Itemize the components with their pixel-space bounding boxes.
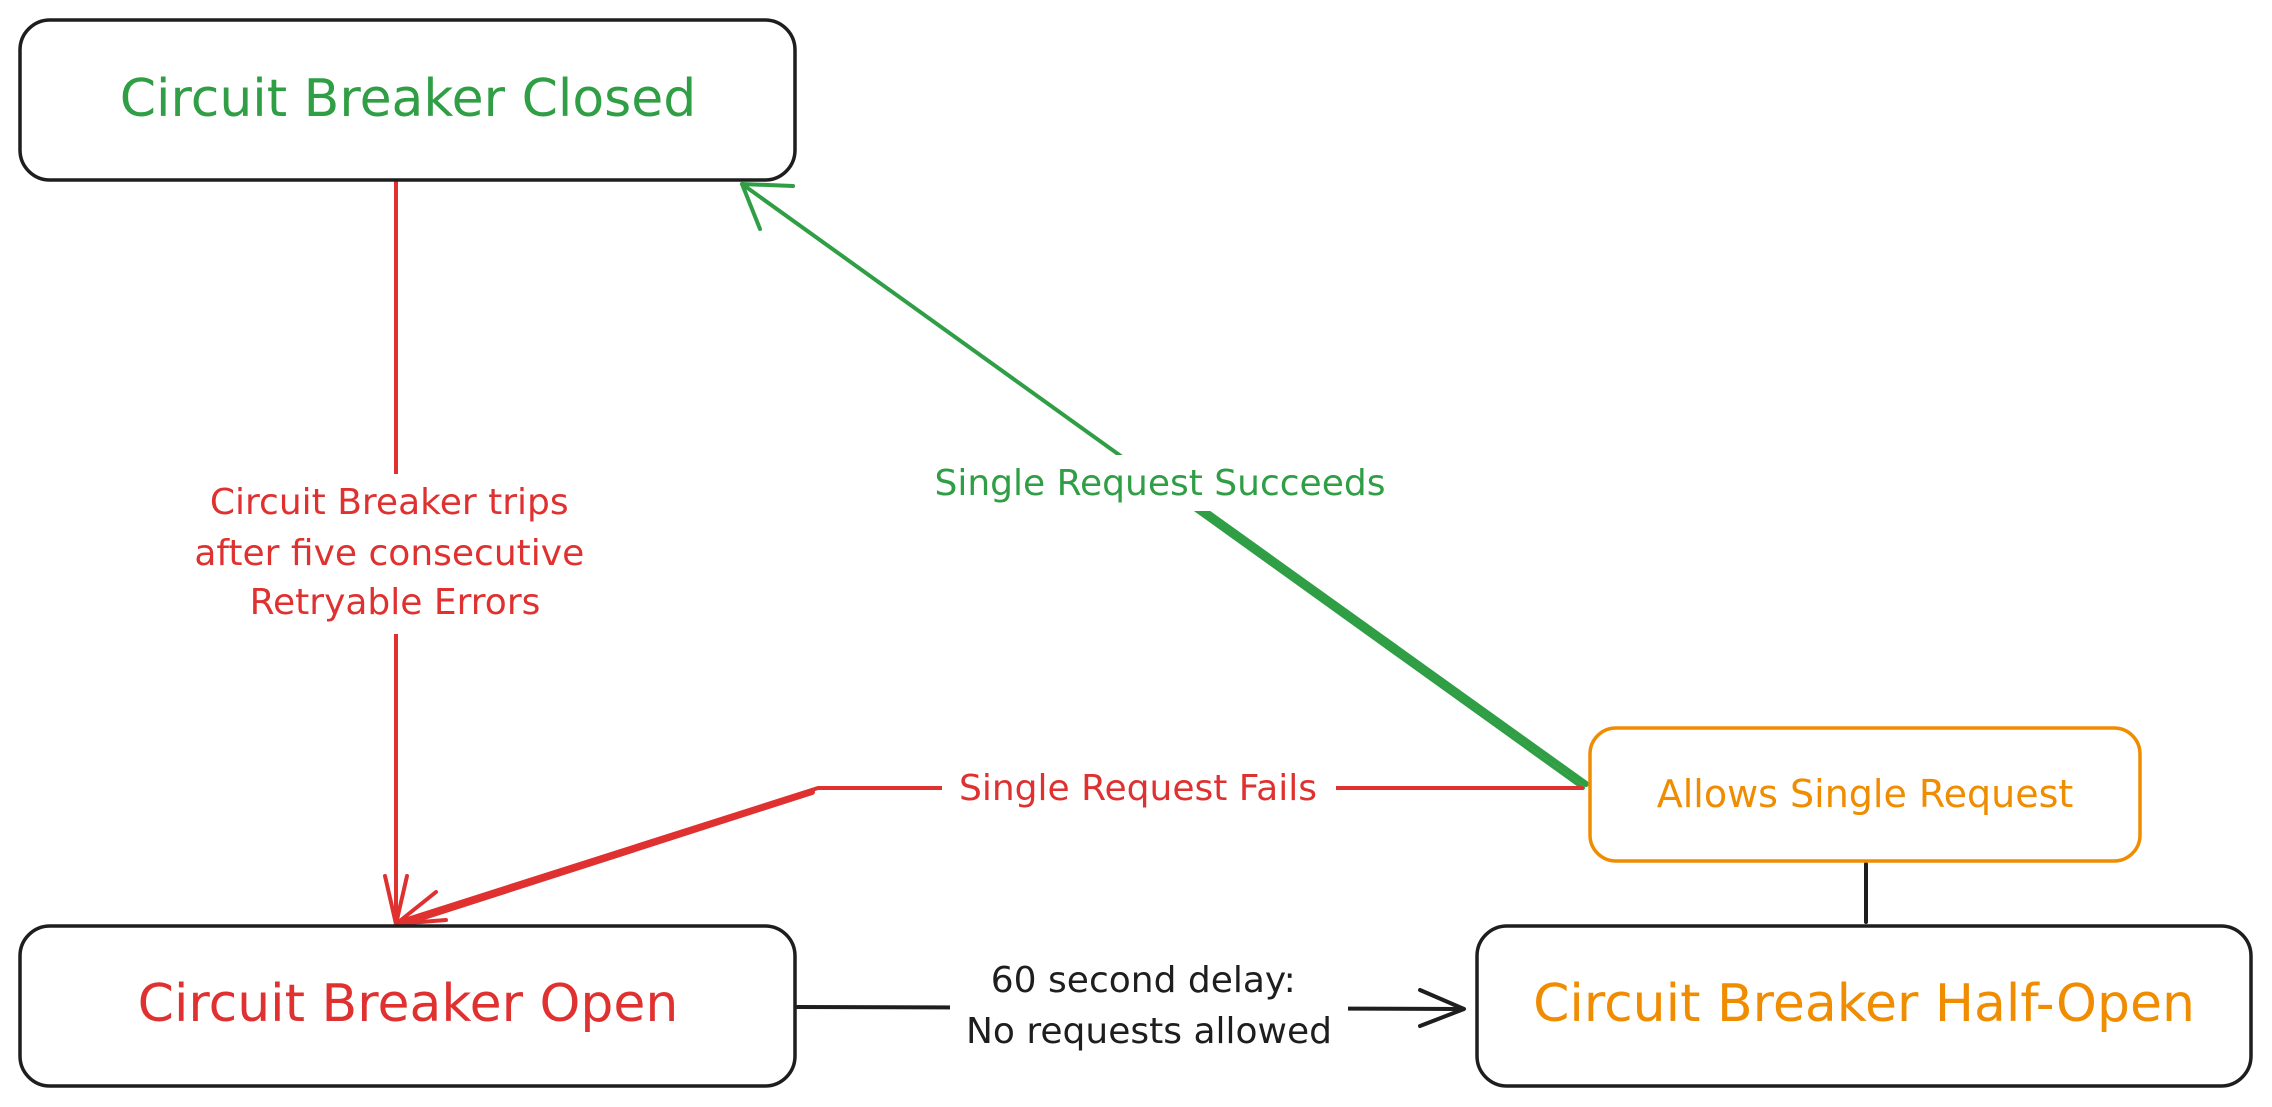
edge-fails-arrowhead — [394, 890, 448, 926]
edge-trips-label: Circuit Breaker trips after five consecu… — [194, 482, 595, 623]
node-open: Circuit Breaker Open — [18, 924, 797, 1088]
edge-delay-label-line-2: No requests allowed — [966, 1011, 1332, 1052]
edge-fails-line-2 — [399, 789, 815, 927]
edge-succeeds-line-2 — [1177, 490, 1589, 787]
node-closed-box — [18, 18, 797, 182]
edge-trips-label-line-2: after five consecutive — [194, 533, 584, 574]
edge-fails-label-bg — [942, 760, 1336, 816]
edge-delay-label: 60 second delay: No requests allowed — [966, 960, 1332, 1052]
edge-delay: 60 second delay: No requests allowed — [795, 950, 1466, 1060]
edge-fails-label: Single Request Fails — [959, 768, 1317, 809]
node-allows-label: Allows Single Request — [1657, 772, 2074, 816]
node-half-open: Circuit Breaker Half-Open — [1475, 924, 2253, 1088]
node-allows-box — [1588, 726, 2142, 863]
edge-delay-label-bg — [950, 950, 1348, 1060]
edge-delay-label-line-1: 60 second delay: — [991, 960, 1296, 1001]
edge-fails: Single Request Fails — [394, 760, 1584, 927]
edge-succeeds: Single Request Succeeds — [740, 182, 1589, 790]
edge-succeeds-label: Single Request Succeeds — [935, 463, 1386, 504]
edge-succeeds-label-bg — [916, 455, 1404, 511]
node-half-open-label: Circuit Breaker Half-Open — [1533, 974, 2195, 1034]
node-open-box — [18, 924, 797, 1088]
node-half-open-box — [1475, 924, 2253, 1088]
edge-succeeds-arrowhead — [740, 182, 795, 231]
node-open-label: Circuit Breaker Open — [138, 974, 679, 1034]
node-closed-label: Circuit Breaker Closed — [120, 69, 697, 129]
node-allows: Allows Single Request — [1588, 726, 2142, 863]
edge-trips-label-bg — [170, 474, 622, 634]
edge-trips-label-line-3: Retryable Errors — [250, 582, 541, 623]
edge-delay-arrowhead — [1418, 988, 1466, 1028]
node-closed: Circuit Breaker Closed — [18, 18, 797, 182]
edge-trips: Circuit Breaker trips after five consecu… — [170, 180, 622, 926]
edge-trips-label-line-1: Circuit Breaker trips — [210, 482, 569, 523]
